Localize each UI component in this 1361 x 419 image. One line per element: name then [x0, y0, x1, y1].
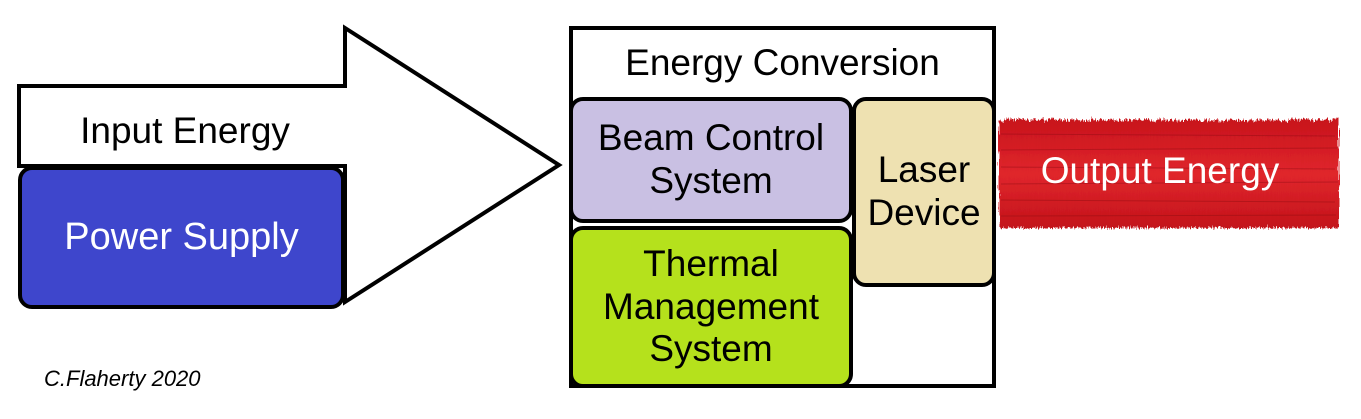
laser-device-label: Laser Device [867, 149, 981, 233]
thermal-management-system-label: Thermal Management System [603, 243, 819, 370]
beam-streaks [1000, 133, 1339, 217]
author-credit: C.Flaherty 2020 [44, 366, 201, 391]
energy-conversion-title: Energy Conversion [625, 41, 940, 83]
beam-body [999, 120, 1339, 228]
power-supply-box [18, 166, 345, 309]
output-laser-beam [999, 120, 1339, 228]
output-energy-label: Output Energy [1040, 149, 1280, 191]
laser-device-box [852, 97, 996, 287]
power-supply-label: Power Supply [64, 215, 299, 258]
beam-control-system-label: Beam Control System [597, 117, 825, 201]
thermal-management-system-box [569, 226, 853, 388]
beam-control-system-box [569, 97, 853, 223]
input-energy-label: Input Energy [80, 109, 290, 151]
